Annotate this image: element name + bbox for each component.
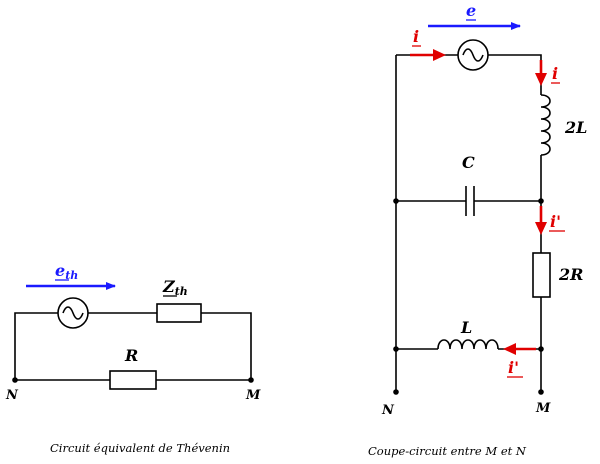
sine-icon <box>462 48 484 62</box>
sine-icon <box>62 306 84 320</box>
current-label-right: i <box>552 64 558 83</box>
node-m-label: M <box>535 401 551 416</box>
source-label: eth <box>55 261 78 282</box>
inductor-2l-icon <box>540 94 551 156</box>
node-n-label: N <box>5 388 19 403</box>
current-arrowhead <box>503 343 516 355</box>
inductor-l-label: L <box>460 318 472 337</box>
caption-right: Coupe-circuit entre M et N <box>368 444 527 458</box>
node-m-dot <box>248 377 254 383</box>
inductor-2l-label: 2L <box>564 118 587 137</box>
impedance-label: Zth <box>162 277 188 298</box>
node-n-label: N <box>381 403 395 418</box>
inductor-l-icon <box>437 339 499 350</box>
capacitor-label: C <box>462 153 475 172</box>
current-arrowhead <box>535 73 547 86</box>
junction-dot <box>393 346 399 352</box>
resistor-label: R <box>124 346 138 365</box>
node-m-label: M <box>245 388 261 403</box>
wire <box>488 54 542 95</box>
node-n-dot <box>393 389 399 395</box>
current-label-bottom: i' <box>508 358 519 377</box>
resistor-box <box>109 370 157 390</box>
wire <box>14 312 58 380</box>
junction-dot <box>393 198 399 204</box>
wire <box>201 312 252 380</box>
node-m-dot <box>538 389 544 395</box>
current-label-mid: i' <box>550 212 561 231</box>
current-arrowhead <box>535 222 547 235</box>
junction-dot <box>538 198 544 204</box>
caption-left: Circuit équivalent de Thévenin <box>50 441 230 455</box>
resistor-2r-box <box>532 252 551 298</box>
current-arrows <box>410 49 547 355</box>
short-circuit-diagram <box>395 39 551 392</box>
thevenin-circuit <box>14 297 252 390</box>
junction-dot <box>538 346 544 352</box>
source-label: e <box>466 1 476 20</box>
node-n-dot <box>12 377 18 383</box>
resistor-2r-label: 2R <box>558 265 583 284</box>
impedance-box <box>156 303 202 323</box>
current-label-top: i <box>413 27 419 46</box>
current-arrowhead <box>433 49 446 61</box>
